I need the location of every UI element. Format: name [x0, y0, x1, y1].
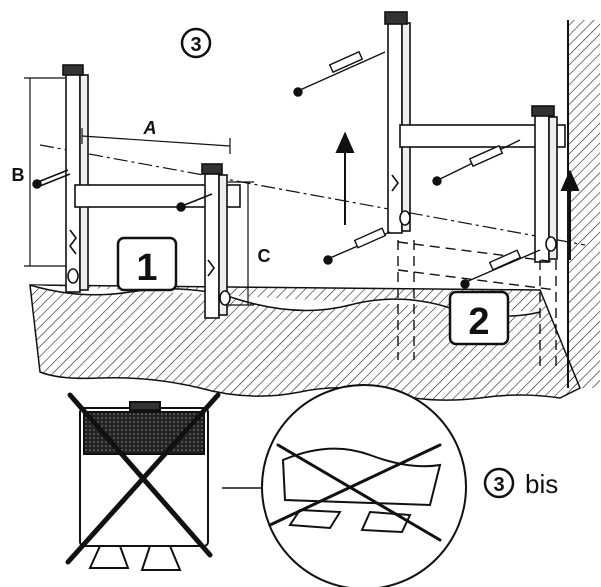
- dim-label-a: A: [143, 118, 157, 138]
- dimension-a: [81, 128, 231, 154]
- heater-outline-dashed: [397, 240, 557, 370]
- stage-1-label: 1: [116, 236, 178, 292]
- svg-text:3: 3: [190, 34, 201, 56]
- svg-text:1: 1: [136, 247, 157, 289]
- dimension-c: [228, 181, 254, 306]
- wall: [567, 20, 600, 388]
- step-bis-marker: 3: [483, 467, 515, 499]
- svg-text:3: 3: [493, 474, 504, 496]
- cross-mark-left: [65, 392, 221, 565]
- bracket-left: [62, 64, 241, 319]
- screw-b: [32, 169, 71, 189]
- zoom-detail: [261, 384, 467, 587]
- wall-plugs: [293, 50, 541, 289]
- stage-2-label: 2: [448, 290, 510, 346]
- cross-mark-zoom: [268, 443, 442, 542]
- step-bis-text: bis: [525, 469, 558, 499]
- dim-label-c: C: [258, 246, 271, 266]
- bracket-right: [384, 11, 566, 263]
- dim-label-b: B: [12, 165, 25, 185]
- screw-right-bracket1: [176, 193, 213, 212]
- up-arrows: [335, 131, 580, 260]
- step-marker: 3: [180, 27, 212, 59]
- center-line: [39, 144, 586, 246]
- dimension-b: [24, 77, 66, 267]
- svg-text:2: 2: [468, 301, 489, 343]
